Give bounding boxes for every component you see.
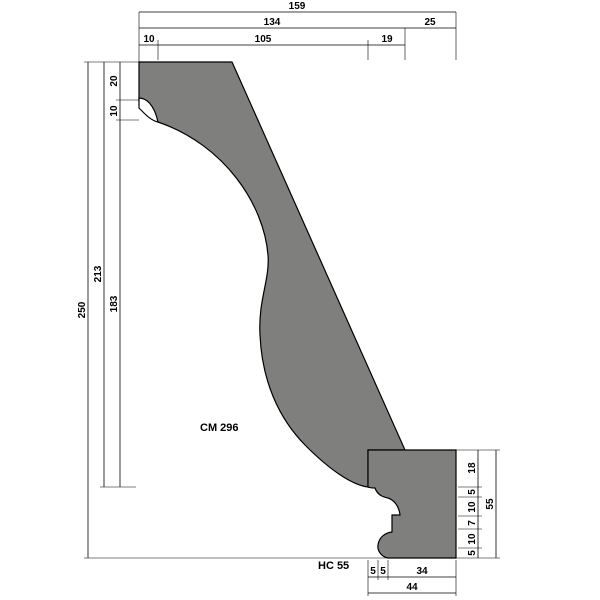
dim-bottom-5a: 5 [370,566,376,577]
dim-top-middle: 105 [255,34,272,45]
dim-right-5a: 5 [467,489,478,495]
dim-right-7: 7 [467,520,478,526]
cm-296-profile-shape [138,61,406,488]
label-hc-55: HC 55 [318,560,349,572]
dim-bottom-34: 34 [416,566,428,577]
dim-top-offset: 25 [424,17,436,28]
dim-right-10b: 10 [467,533,478,545]
dim-right-18: 18 [467,462,478,474]
dim-left-small-10: 10 [109,105,120,117]
dim-left-height-183: 183 [109,295,120,312]
dim-top-right: 19 [381,34,393,45]
dim-left-top-20: 20 [109,75,120,87]
dim-right-total: 55 [485,498,496,510]
dim-right-5b: 5 [467,550,478,556]
dim-left-total-height: 250 [77,301,88,318]
dim-top-left-bead: 10 [143,34,155,45]
left-dimensions: 250 213 20 183 10 [77,61,388,559]
dim-top-overall: 159 [289,1,306,12]
top-dimensions: 159 134 25 10 105 19 [138,1,457,62]
bottom-dimensions: 5 5 34 44 [367,560,457,596]
right-dimensions: 18 5 10 7 10 5 55 [456,449,500,559]
dim-bottom-44: 44 [406,582,418,593]
dim-right-10a: 10 [467,501,478,513]
dim-top-width: 134 [264,17,281,28]
cm-296-top-bead [138,97,159,123]
dim-left-height-213: 213 [93,265,104,282]
dim-bottom-5b: 5 [380,566,386,577]
label-cm-296: CM 296 [200,422,239,434]
hc-55-profile-shape [367,449,457,559]
